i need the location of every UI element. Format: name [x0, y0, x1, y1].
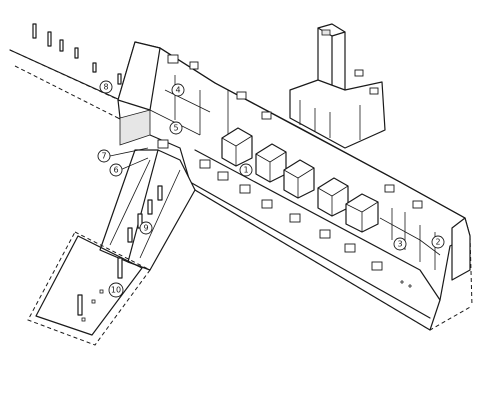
callout-circle — [99, 80, 113, 94]
callout-6: 6 — [109, 163, 123, 177]
callout-circle — [169, 121, 183, 135]
callout-8: 8 — [99, 80, 113, 94]
callout-circle — [109, 163, 123, 177]
fence-posts — [9, 23, 122, 101]
callout-number: 1 — [243, 166, 248, 175]
callout-circle — [108, 282, 124, 298]
callouts: 1 2 3 4 5 67 8 9 10 — [97, 80, 445, 298]
callout-circle — [171, 83, 185, 97]
callout-number: 7 — [101, 152, 106, 161]
callout-1: 1 — [239, 163, 253, 177]
callout-7: 7 — [97, 149, 111, 163]
callout-circle — [431, 235, 445, 249]
callout-circle — [393, 237, 407, 251]
oven-unit — [283, 159, 315, 199]
callout-2: 2 — [431, 235, 445, 249]
callout-number: 10 — [111, 286, 121, 295]
callout-5: 5 — [169, 121, 183, 135]
callout-number: 9 — [143, 224, 148, 233]
oven-unit — [221, 127, 253, 167]
underground-wing — [27, 149, 196, 346]
callout-circle — [97, 149, 111, 163]
callout-number: 5 — [173, 124, 178, 133]
callout-circle — [239, 163, 253, 177]
chimney-block — [289, 23, 386, 149]
callout-circle — [139, 221, 153, 235]
oven-units — [221, 127, 379, 233]
callout-number: 3 — [397, 240, 402, 249]
callout-4: 4 — [171, 83, 185, 97]
callout-number: 8 — [103, 83, 108, 92]
callout-number: 2 — [435, 238, 440, 247]
vent-markers — [400, 280, 412, 288]
callout-9: 9 — [139, 221, 153, 235]
oven-unit — [345, 193, 379, 233]
callout-number: 6 — [113, 166, 118, 175]
leader-lines — [109, 147, 149, 171]
front-windows — [157, 54, 423, 271]
callout-number: 4 — [175, 86, 180, 95]
callout-3: 3 — [393, 237, 407, 251]
callout-10: 10 — [108, 282, 124, 298]
